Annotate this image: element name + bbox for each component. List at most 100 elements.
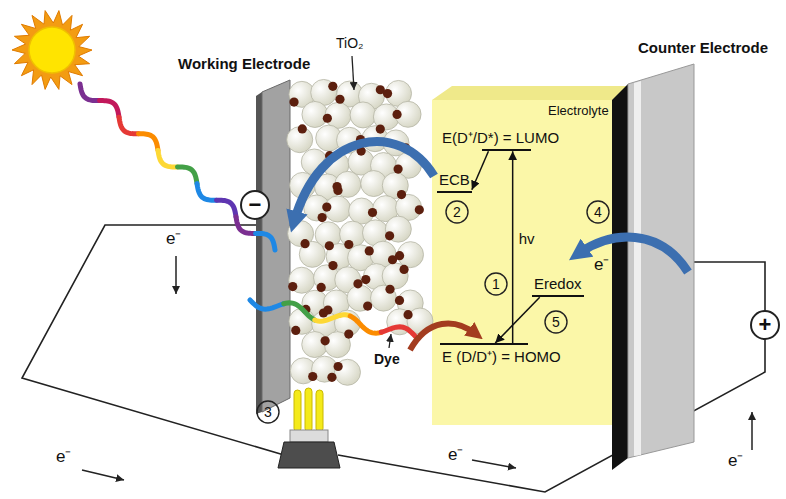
- dye-molecule: [344, 329, 353, 338]
- callout-number: 2: [453, 205, 461, 219]
- light-wave: [250, 300, 415, 336]
- electrolyte-top: [432, 86, 632, 100]
- transition-arrow: [472, 151, 489, 190]
- level-label: ECB: [439, 171, 470, 188]
- tio2-particle: [385, 216, 411, 242]
- dye-molecule: [334, 362, 343, 371]
- callout-number: 1: [492, 277, 500, 291]
- dye-molecule: [317, 283, 326, 292]
- level-bar: [437, 191, 472, 193]
- dye-molecule: [394, 164, 403, 173]
- dye-molecule: [291, 326, 300, 335]
- dye-molecule: [323, 114, 332, 123]
- callout-circle: [257, 401, 279, 423]
- callout-circle: [485, 273, 507, 295]
- dye-molecule: [298, 124, 307, 133]
- level-label: E (D/D⁺) = HOMO: [442, 348, 561, 365]
- lamp-neck: [290, 430, 328, 442]
- circuit-wire: [22, 225, 284, 455]
- electrode-title: Working Electrode: [178, 56, 310, 73]
- dye-molecule: [392, 110, 401, 119]
- leader-line: [352, 56, 354, 90]
- counter-electrode-layer: [612, 84, 628, 470]
- wave-segment: [284, 303, 315, 320]
- dye-molecule: [399, 265, 408, 274]
- transition-arrow: [495, 297, 539, 343]
- current-arrow: [751, 412, 753, 450]
- tio2-particle: [382, 172, 408, 198]
- callout-circle: [545, 311, 567, 333]
- level-bar: [482, 149, 530, 151]
- transition-arrow: [512, 151, 514, 343]
- wave-segment: [250, 300, 284, 309]
- dye-molecule: [319, 308, 328, 317]
- tio2-particles: [287, 79, 433, 385]
- dye-molecule: [335, 95, 344, 104]
- edge-label: hv: [519, 231, 535, 248]
- electron-label: e⁻: [56, 448, 71, 467]
- dye-molecule: [395, 251, 404, 260]
- callout-number: 3: [264, 405, 272, 419]
- lamp: [278, 388, 340, 468]
- dye-molecule: [328, 261, 337, 270]
- tio2-particle: [350, 102, 376, 128]
- lamp-base: [278, 442, 340, 468]
- polarity-sign: −: [249, 194, 262, 216]
- dye-molecule: [325, 241, 334, 250]
- dye-molecule: [289, 97, 298, 106]
- lamp-tube: [294, 390, 301, 432]
- material-label: Dye: [374, 352, 400, 367]
- terminal-circle: [241, 191, 269, 219]
- electron-label: e⁻: [728, 452, 743, 471]
- dye-molecule: [395, 296, 404, 305]
- dye-molecule: [361, 275, 370, 284]
- level-label: Eredox: [534, 275, 582, 292]
- energy-level: E (D/D⁺) = HOMO: [440, 343, 563, 366]
- dye-molecule: [322, 202, 331, 211]
- level-bar: [440, 343, 528, 345]
- wave-segment: [119, 117, 139, 134]
- dye-molecule: [383, 89, 392, 98]
- callout-number: 4: [594, 205, 602, 219]
- dye-molecule: [332, 182, 341, 191]
- polarity-sign: +: [759, 314, 772, 336]
- dye-molecule: [321, 336, 330, 345]
- current-arrow: [82, 470, 124, 480]
- sun-disc: [29, 27, 75, 73]
- wave-segment: [197, 184, 217, 201]
- regeneration-arrow: [410, 323, 476, 350]
- sun: [12, 11, 92, 90]
- lamp-tube: [316, 390, 323, 432]
- dye-molecule: [327, 373, 336, 382]
- dye-molecule: [288, 282, 297, 291]
- dye-molecule: [376, 124, 385, 133]
- tio2-particle: [334, 359, 360, 385]
- dye-molecule: [300, 239, 309, 248]
- electrolyte-body: [432, 100, 612, 425]
- callout-circle: [587, 201, 609, 223]
- terminal-circle: [751, 311, 779, 339]
- tio2-particle: [289, 267, 315, 293]
- dye-molecule: [397, 190, 406, 199]
- wave-segment: [256, 233, 276, 250]
- light-wave: [80, 84, 275, 250]
- material-label: TiO₂: [336, 36, 363, 51]
- energy-level: Eredox: [532, 274, 584, 297]
- electron-label: e⁻: [594, 256, 609, 275]
- wave-segment: [158, 150, 178, 167]
- current-arrow: [175, 256, 177, 294]
- wave-segment: [315, 315, 350, 321]
- plate-highlight: [634, 81, 641, 456]
- dye-molecule: [318, 213, 327, 222]
- energy-level: ECB: [437, 170, 472, 193]
- tio2-particle: [347, 285, 373, 311]
- leader-line: [389, 334, 391, 348]
- current-arrow: [472, 460, 516, 468]
- lamp-tube: [305, 388, 312, 432]
- dye-molecule: [365, 246, 374, 255]
- wave-segment: [178, 167, 198, 184]
- wave-segment: [80, 84, 100, 101]
